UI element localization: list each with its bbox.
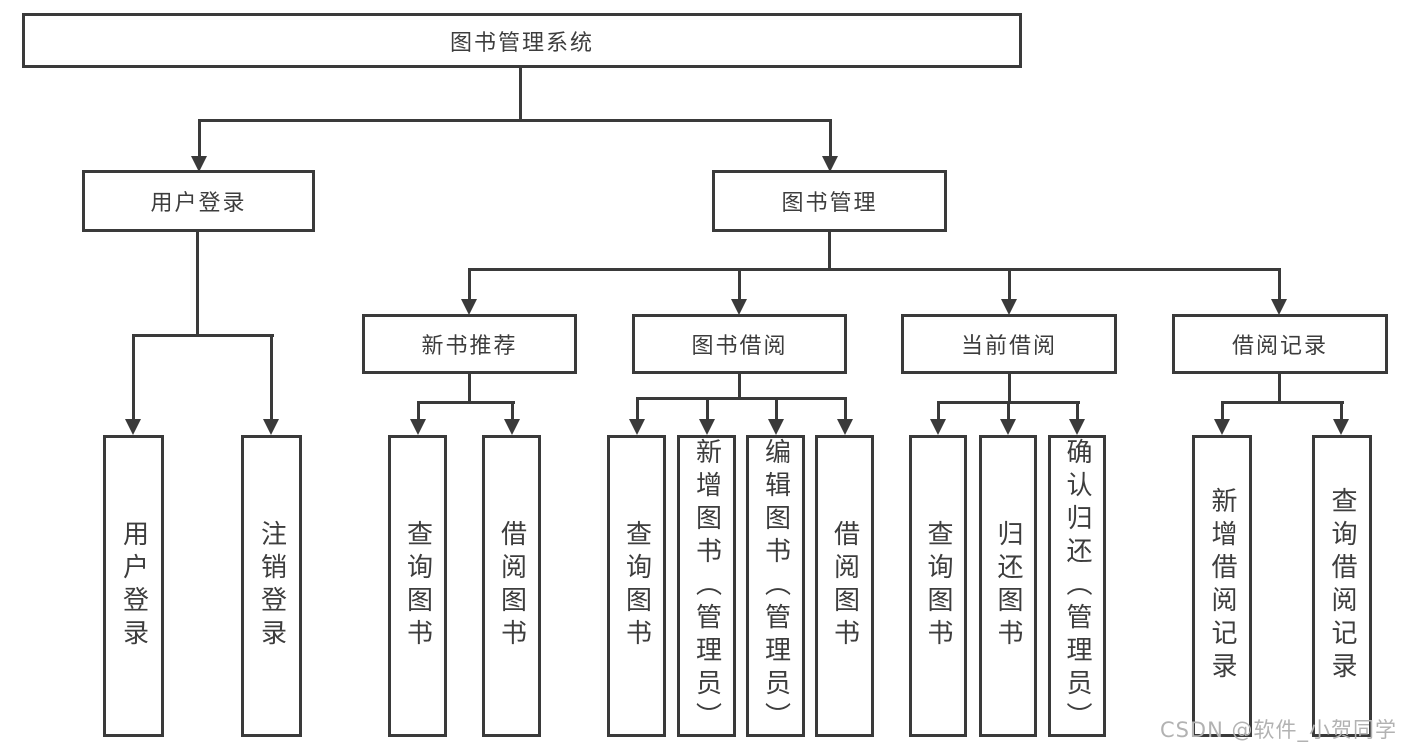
- arrow-down-icon: [1000, 419, 1016, 435]
- arrow-down-icon: [930, 419, 946, 435]
- edge-line: [1008, 374, 1011, 403]
- edge-line: [937, 401, 940, 422]
- edge-line: [198, 119, 201, 158]
- edge-line: [828, 232, 831, 271]
- node-new-books-label: 新书推荐: [421, 334, 518, 359]
- edge-line: [636, 397, 639, 422]
- arrow-down-icon: [837, 419, 853, 435]
- arrow-down-icon: [504, 419, 520, 435]
- leaf-logout-label: 注销登录: [256, 520, 287, 652]
- leaf-records-query-label: 查询借阅记录: [1327, 487, 1357, 685]
- edge-line: [132, 334, 135, 422]
- node-current-borrow: 当前借阅: [901, 314, 1117, 374]
- arrow-down-icon: [699, 419, 715, 435]
- node-borrow-records: 借阅记录: [1172, 314, 1388, 374]
- leaf-login-label: 用户登录: [118, 520, 149, 652]
- edge-line: [1007, 401, 1010, 422]
- arrow-down-icon: [461, 299, 477, 315]
- edge-line: [519, 66, 522, 122]
- node-current-borrow-label: 当前借阅: [960, 334, 1057, 359]
- leaf-current-confirm: 确认归还（管理员）: [1048, 435, 1106, 737]
- node-user-login: 用户登录: [82, 170, 315, 232]
- node-root-label: 图书管理系统: [449, 30, 594, 56]
- node-book-mgmt: 图书管理: [712, 170, 947, 232]
- edge-line: [844, 397, 847, 422]
- leaf-borrow-add: 新增图书（管理员）: [677, 435, 736, 737]
- arrow-down-icon: [1214, 419, 1230, 435]
- leaf-newbooks-borrow: 借阅图书: [482, 435, 541, 737]
- arrow-down-icon: [822, 156, 838, 172]
- leaf-current-confirm-label: 确认归还（管理员）: [1062, 438, 1092, 735]
- edge-line: [468, 268, 1281, 271]
- leaf-newbooks-borrow-label: 借阅图书: [496, 520, 527, 652]
- edge-line: [417, 401, 420, 422]
- edge-line: [468, 268, 471, 301]
- node-user-login-label: 用户登录: [150, 191, 247, 216]
- leaf-newbooks-query: 查询图书: [388, 435, 447, 737]
- leaf-borrow-edit-label: 编辑图书（管理员）: [760, 438, 791, 735]
- leaf-records-query: 查询借阅记录: [1312, 435, 1372, 737]
- edge-line: [196, 232, 199, 337]
- edge-line: [417, 401, 515, 404]
- edge-line: [738, 374, 741, 400]
- leaf-current-return-label: 归还图书: [993, 520, 1023, 652]
- leaf-newbooks-query-label: 查询图书: [402, 520, 433, 652]
- leaf-current-query: 查询图书: [909, 435, 967, 737]
- edge-line: [1340, 401, 1343, 422]
- edge-line: [468, 374, 471, 403]
- arrow-down-icon: [768, 419, 784, 435]
- leaf-records-add: 新增借阅记录: [1192, 435, 1252, 737]
- edge-line: [1076, 401, 1079, 422]
- edge-line: [1008, 268, 1011, 301]
- edge-line: [706, 397, 709, 422]
- edge-line: [198, 119, 832, 122]
- arrow-down-icon: [125, 419, 141, 435]
- edge-line: [738, 268, 741, 301]
- node-book-borrow-label: 图书借阅: [691, 334, 788, 359]
- arrow-down-icon: [731, 299, 747, 315]
- arrow-down-icon: [1333, 419, 1349, 435]
- edge-line: [1221, 401, 1344, 404]
- edge-line: [1278, 374, 1281, 403]
- leaf-current-query-label: 查询图书: [923, 520, 953, 652]
- leaf-borrow-query-label: 查询图书: [621, 520, 652, 652]
- arrow-down-icon: [191, 156, 207, 172]
- leaf-current-return: 归还图书: [979, 435, 1037, 737]
- node-book-borrow: 图书借阅: [632, 314, 847, 374]
- csdn-watermark: CSDN @软件_小贺同学: [1159, 718, 1397, 742]
- arrow-down-icon: [1001, 299, 1017, 315]
- edge-line: [636, 397, 847, 400]
- leaf-borrow-borrow-label: 借阅图书: [829, 520, 860, 652]
- node-borrow-records-label: 借阅记录: [1231, 334, 1328, 359]
- leaf-borrow-add-label: 新增图书（管理员）: [691, 438, 722, 735]
- node-new-books: 新书推荐: [362, 314, 577, 374]
- edge-line: [829, 119, 832, 158]
- edge-line: [270, 334, 273, 422]
- edge-line: [1221, 401, 1224, 422]
- arrow-down-icon: [1271, 299, 1287, 315]
- edge-line: [775, 397, 778, 422]
- leaf-borrow-borrow: 借阅图书: [815, 435, 874, 737]
- edge-line: [511, 401, 514, 422]
- arrow-down-icon: [263, 419, 279, 435]
- arrow-down-icon: [1069, 419, 1085, 435]
- arrow-down-icon: [629, 419, 645, 435]
- edge-line: [1278, 268, 1281, 301]
- node-book-mgmt-label: 图书管理: [781, 191, 878, 216]
- leaf-records-add-label: 新增借阅记录: [1207, 487, 1237, 685]
- edge-line: [132, 334, 274, 337]
- leaf-login: 用户登录: [103, 435, 164, 737]
- leaf-borrow-edit: 编辑图书（管理员）: [746, 435, 805, 737]
- leaf-borrow-query: 查询图书: [607, 435, 666, 737]
- node-root: 图书管理系统: [22, 13, 1022, 68]
- arrow-down-icon: [410, 419, 426, 435]
- leaf-logout: 注销登录: [241, 435, 302, 737]
